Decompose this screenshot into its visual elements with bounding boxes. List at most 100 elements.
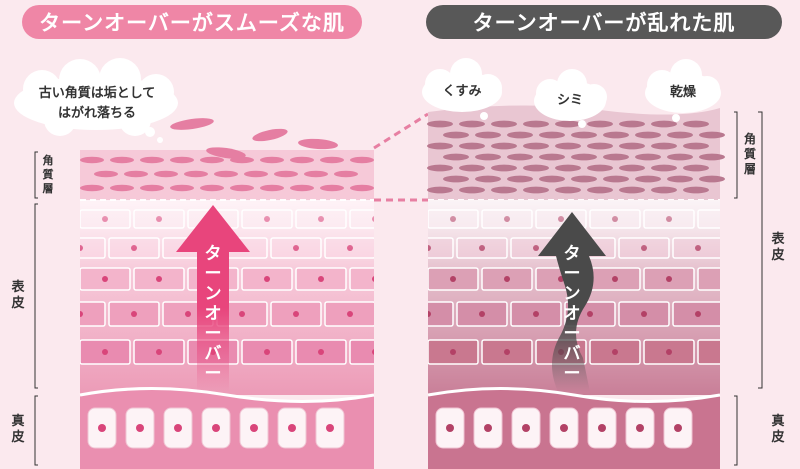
corneum-scale <box>651 164 677 172</box>
cell-nucleus <box>318 349 324 355</box>
corneum-scale <box>427 120 453 128</box>
cell-nucleus <box>372 276 374 282</box>
corneum-scale <box>94 170 118 178</box>
corneum-scale <box>290 184 314 192</box>
cell-nucleus <box>156 349 162 355</box>
cell-nucleus <box>612 349 618 355</box>
corneum-scale <box>587 164 613 172</box>
cell-nucleus <box>136 424 144 432</box>
corneum-scale <box>539 153 565 161</box>
cell-nucleus <box>674 424 682 432</box>
cell-nucleus <box>522 424 530 432</box>
cell-nucleus <box>666 276 672 282</box>
epidermal-cell <box>349 267 374 291</box>
corneum-scale <box>555 164 581 172</box>
corneum-scale <box>603 175 629 183</box>
cell-nucleus <box>484 424 492 432</box>
shedding-callout: 古い角質は垢として はがれ落ちる <box>24 84 170 124</box>
corneum-scale <box>667 131 693 139</box>
corneum-scale <box>304 170 328 178</box>
corneum-scale <box>230 184 254 192</box>
corneum-scale <box>80 156 104 164</box>
dullness-label: くすみ <box>442 84 482 99</box>
shedding-callout-line-1: 古い角質は垢として <box>38 86 156 101</box>
corneum-scale <box>683 142 709 150</box>
corneum-scale <box>523 142 549 150</box>
cell-nucleus <box>446 424 454 432</box>
corneum-scale <box>459 186 485 194</box>
corneum-scale <box>619 164 645 172</box>
corneum-scale <box>635 175 661 183</box>
corneum-scale <box>587 186 613 194</box>
corneum-scale <box>427 186 453 194</box>
cell-nucleus <box>372 349 374 355</box>
cell-nucleus <box>185 311 191 317</box>
corneum-scale <box>443 175 469 183</box>
cell-nucleus <box>98 424 106 432</box>
dullness-bubble-icon <box>422 58 502 120</box>
corneum-scale <box>200 156 224 164</box>
corneum-scale <box>683 164 709 172</box>
corneum-scale <box>124 170 148 178</box>
corneum-scale <box>140 156 164 164</box>
corneum-scale <box>170 156 194 164</box>
corneum-scale <box>635 153 661 161</box>
cell-nucleus <box>587 311 593 317</box>
corneum-scale <box>507 175 533 183</box>
corneum-scale <box>539 175 565 183</box>
corneum-scale <box>475 153 501 161</box>
dryness-label: 乾燥 <box>669 85 696 100</box>
left-callout-bubble-icon <box>14 58 178 143</box>
cell-nucleus <box>504 349 510 355</box>
corneum-scale <box>290 156 314 164</box>
corneum-scale <box>80 184 104 192</box>
corneum-scale <box>184 170 208 178</box>
corneum-scale <box>110 156 134 164</box>
cell-nucleus <box>102 276 108 282</box>
corneum-scale <box>320 184 344 192</box>
right-stratum-corneum-label: 角質層 <box>743 132 756 176</box>
cell-nucleus <box>598 424 606 432</box>
corneum-scale <box>571 175 597 183</box>
cell-nucleus <box>293 311 299 317</box>
epidermal-cell <box>349 339 374 365</box>
corneum-scale <box>571 153 597 161</box>
corneum-scale <box>683 186 709 194</box>
cell-nucleus <box>720 349 726 355</box>
corneum-scale <box>603 131 629 139</box>
corneum-scale <box>260 156 284 164</box>
left-up-arrow-icon <box>176 205 250 392</box>
corneum-scale <box>443 153 469 161</box>
corneum-scale <box>523 120 549 128</box>
cell-nucleus <box>239 311 245 317</box>
corneum-scale <box>539 131 565 139</box>
corneum-scale <box>683 120 709 128</box>
corneum-scale <box>699 175 725 183</box>
cell-nucleus <box>347 311 353 317</box>
corneum-scale <box>244 170 268 178</box>
corneum-scale <box>651 120 677 128</box>
corneum-scale <box>320 156 344 164</box>
right-epidermis-label: 表皮 <box>771 232 785 263</box>
corneum-scale <box>459 120 485 128</box>
corneum-scale <box>619 186 645 194</box>
corneum-scale <box>651 186 677 194</box>
cell-nucleus <box>428 311 431 317</box>
corneum-scale <box>667 153 693 161</box>
right-panel-title: ターンオーバーが乱れた肌 <box>426 5 782 39</box>
corneum-scale <box>350 156 374 164</box>
left-stratum-corneum-label: 角質層 <box>42 154 54 195</box>
corneum-scale <box>427 164 453 172</box>
cell-nucleus <box>533 311 539 317</box>
corneum-scale <box>587 142 613 150</box>
corneum-scale <box>491 164 517 172</box>
corneum-scale <box>459 164 485 172</box>
corneum-scale <box>619 142 645 150</box>
shedding-callout-line-2: はがれ落ちる <box>57 106 136 121</box>
corneum-scale <box>443 131 469 139</box>
corneum-scale <box>427 142 453 150</box>
layer-brackets <box>34 111 763 466</box>
cell-nucleus <box>264 276 270 282</box>
